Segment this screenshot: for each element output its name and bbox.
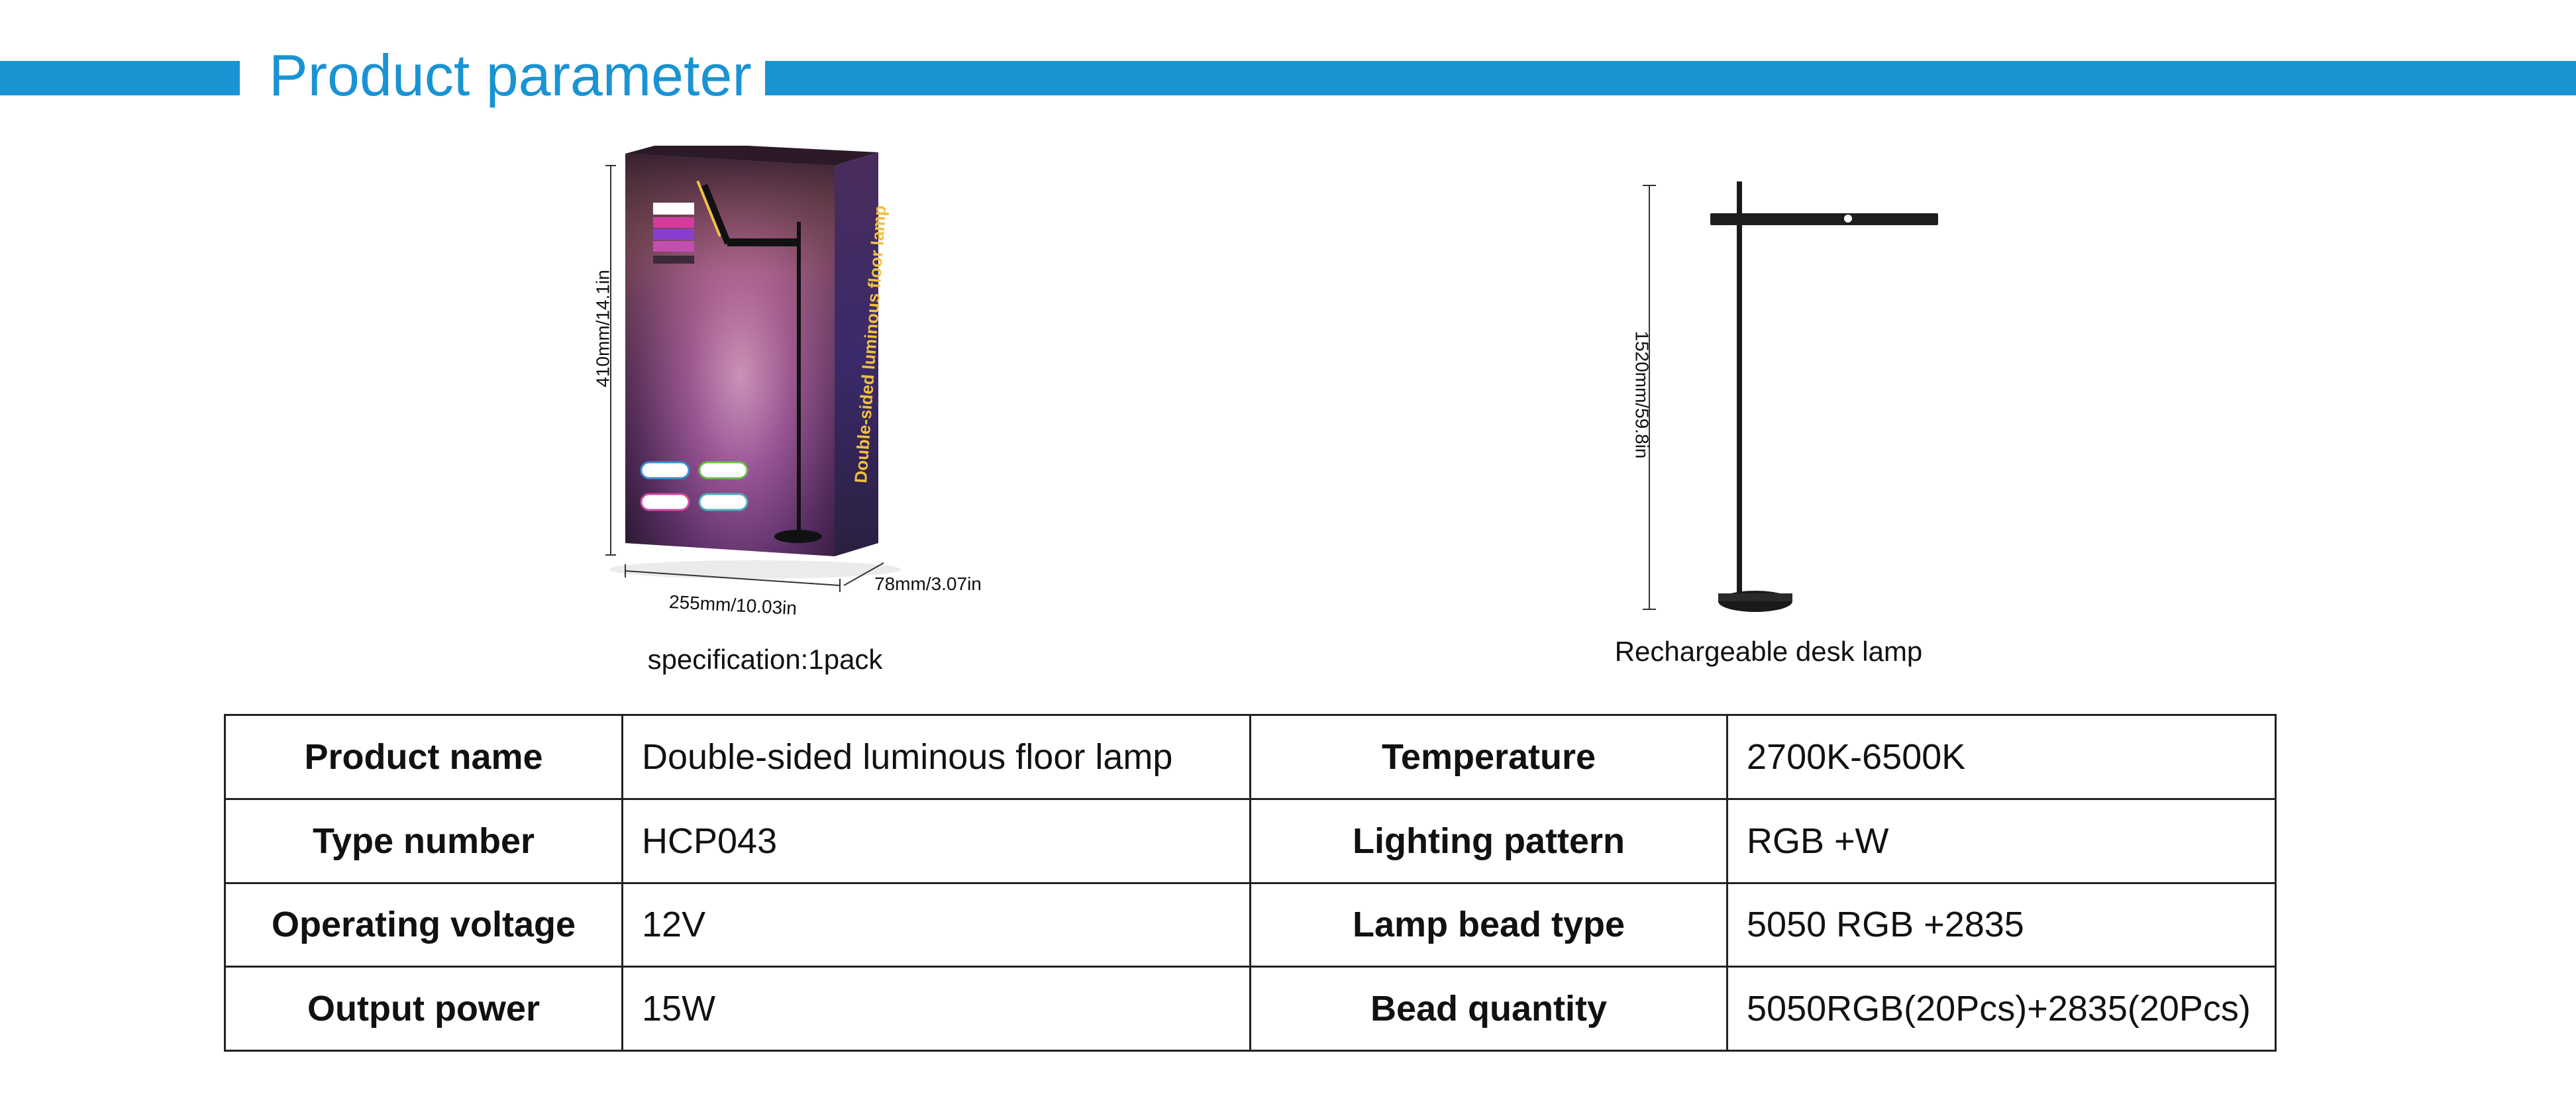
label-lighting-pattern: Lighting pattern bbox=[1249, 797, 1728, 884]
table-row: Product name Double-sided luminous floor… bbox=[224, 714, 2277, 800]
label-type-number: Type number bbox=[224, 797, 623, 884]
header-bar-right bbox=[765, 61, 2576, 95]
packaging-box-image: Double-sided luminous floor lamp bbox=[605, 142, 901, 592]
label-bead-quantity: Bead quantity bbox=[1249, 966, 1728, 1052]
value-lighting-pattern: RGB +W bbox=[1726, 797, 2277, 884]
lamp-height-dimension: 1520mm/59.8in bbox=[1631, 330, 1653, 459]
value-lamp-bead-type: 5050 RGB +2835 bbox=[1726, 881, 2277, 968]
header-bar-left bbox=[0, 61, 240, 95]
table-row: Operating voltage 12V Lamp bead type 505… bbox=[224, 881, 2277, 968]
lamp-figure: 1520mm/59.8in bbox=[1603, 172, 1947, 626]
lamp-caption: Rechargeable desk lamp bbox=[1614, 636, 1923, 667]
box-depth-dimension: 78mm/3.07in bbox=[874, 574, 982, 594]
box-caption: specification:1pack bbox=[647, 644, 883, 675]
parameter-table: Product name Double-sided luminous floor… bbox=[224, 714, 2277, 1052]
value-operating-voltage: 12V bbox=[621, 881, 1251, 968]
value-temperature: 2700K-6500K bbox=[1726, 714, 2277, 800]
value-product-name: Double-sided luminous floor lamp bbox=[621, 714, 1251, 800]
page-title: Product parameter bbox=[269, 42, 752, 108]
label-product-name: Product name bbox=[224, 714, 623, 800]
label-temperature: Temperature bbox=[1249, 714, 1728, 800]
value-output-power: 15W bbox=[621, 966, 1251, 1052]
value-bead-quantity: 5050RGB(20Pcs)+2835(20Pcs) bbox=[1726, 966, 2277, 1052]
label-output-power: Output power bbox=[224, 966, 623, 1052]
packaging-box-figure: Double-sided luminous floor lamp 410mm/1… bbox=[570, 142, 1047, 626]
value-type-number: HCP043 bbox=[621, 797, 1251, 884]
box-height-dimension: 410mm/14.1in bbox=[592, 270, 613, 387]
table-row: Type number HCP043 Lighting pattern RGB … bbox=[224, 797, 2277, 884]
lamp-image bbox=[1643, 181, 1938, 612]
label-operating-voltage: Operating voltage bbox=[224, 881, 623, 968]
table-row: Output power 15W Bead quantity 5050RGB(2… bbox=[224, 966, 2277, 1052]
label-lamp-bead-type: Lamp bead type bbox=[1249, 881, 1728, 968]
